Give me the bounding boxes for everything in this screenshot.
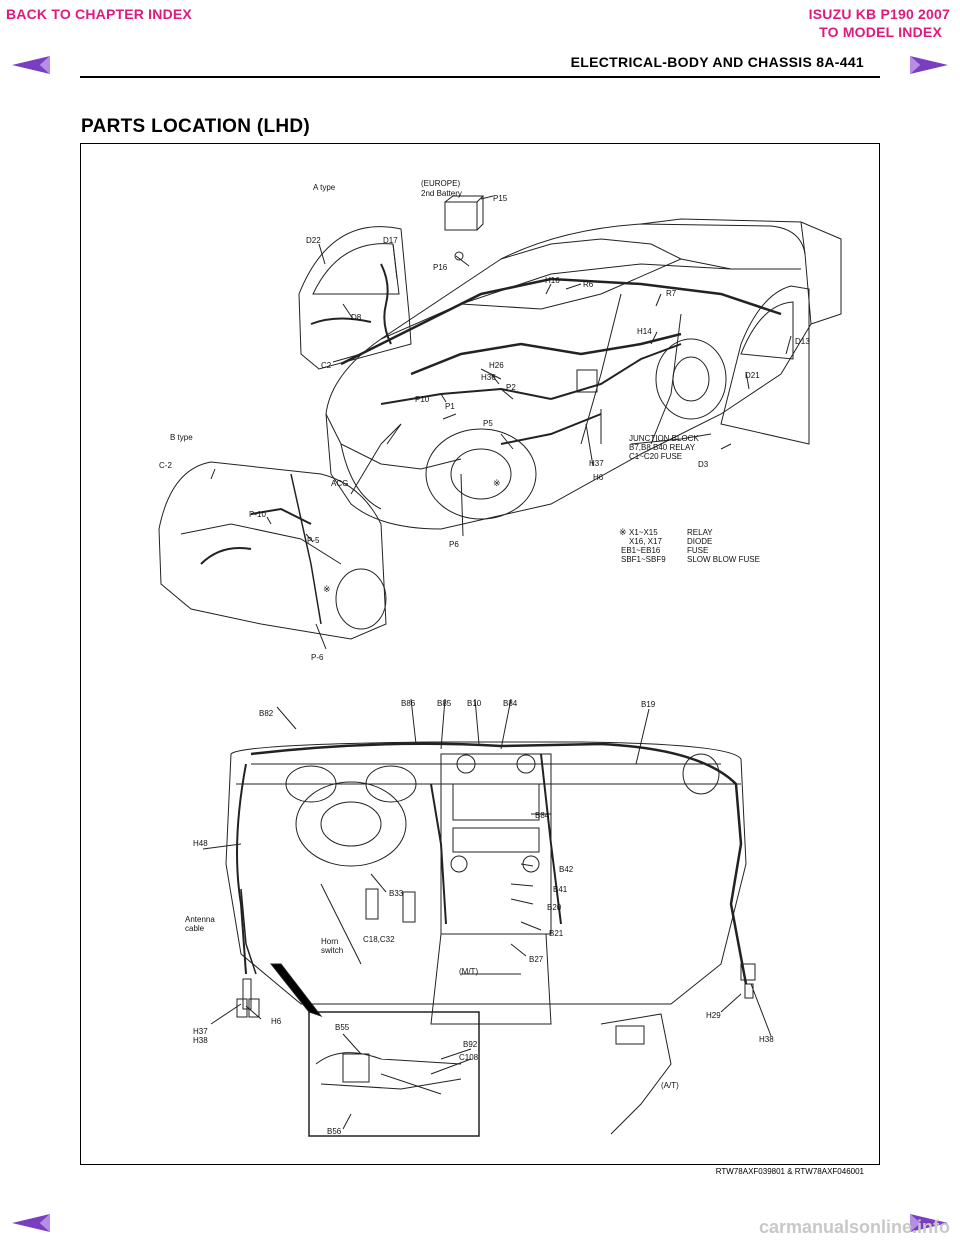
label-p6-b: P-6	[311, 653, 324, 662]
label-antenna-2: cable	[185, 924, 205, 933]
label-b41: B41	[553, 885, 568, 894]
label-a-type: A type	[313, 183, 336, 192]
b-type-engine-bay-drawing	[158, 461, 387, 640]
label-b84-a: B84	[503, 699, 518, 708]
label-b10: B10	[467, 699, 482, 708]
figure-caption: RTW78AXF039801 & RTW78AXF046001	[715, 1167, 864, 1176]
label-b84-b: B84	[535, 811, 550, 820]
label-b33: B33	[389, 889, 404, 898]
label-p5: P5	[483, 419, 493, 428]
relay-fuse-legend: ※ X1~X15 RELAY X16, X17 DIODE EB1~EB16 F…	[619, 527, 760, 564]
label-b86: B86	[401, 699, 416, 708]
label-b42: B42	[559, 865, 574, 874]
header-divider	[80, 76, 880, 78]
legend-code-4: SBF1~SBF9	[621, 555, 666, 564]
label-p15: P15	[493, 194, 508, 203]
label-h29: H29	[706, 1011, 721, 1020]
legend-desc-4: SLOW BLOW FUSE	[687, 555, 760, 564]
to-model-index-link[interactable]: TO MODEL INDEX	[819, 24, 942, 40]
label-d22: D22	[306, 236, 321, 245]
label-acg: ACG	[331, 479, 348, 488]
legend-desc-2: DIODE	[687, 537, 712, 546]
section-title: ELECTRICAL-BODY AND CHASSIS 8A-441	[570, 54, 864, 70]
label-c18-c32: C18,C32	[363, 935, 395, 944]
label-d8: D8	[351, 313, 362, 322]
label-h36: H36	[481, 373, 496, 382]
vehicle-title-link[interactable]: ISUZU KB P190 2007	[808, 6, 950, 22]
label-h38-a: H38	[193, 1036, 208, 1045]
legend-code-3: EB1~EB16	[621, 546, 661, 555]
label-b20: B20	[547, 903, 562, 912]
legend-desc-1: RELAY	[687, 528, 713, 537]
label-c2-b: C-2	[159, 461, 172, 470]
label-b56: B56	[327, 1127, 342, 1136]
second-battery-drawing	[444, 201, 478, 231]
label-b55: B55	[335, 1023, 350, 1032]
label-p5-b: P-5	[307, 536, 320, 545]
label-second-battery: 2nd Battery	[421, 189, 462, 198]
label-mt: (M/T)	[459, 967, 478, 976]
next-page-arrow-icon[interactable]	[906, 52, 950, 78]
back-to-chapter-index-link[interactable]: BACK TO CHAPTER INDEX	[6, 6, 192, 22]
label-d13: D13	[795, 337, 810, 346]
watermark: carmanualsonline.info	[758, 1217, 950, 1237]
label-antenna-1: Antenna	[185, 915, 215, 924]
a-type-door-drawing	[298, 226, 412, 370]
label-b82: B82	[259, 709, 274, 718]
legend-code-1: X1~X15	[629, 528, 658, 537]
parts-location-figure: A type (EUROPE) 2nd Battery P15 P16 D22 …	[80, 143, 880, 1165]
label-h26: H26	[489, 361, 504, 370]
label-c2: C2	[321, 361, 332, 370]
label-h37: H37	[589, 459, 604, 468]
next-page-arrow-icon-bottom[interactable]	[906, 1210, 950, 1236]
label-h48: H48	[193, 839, 208, 848]
label-r6: R6	[583, 280, 594, 289]
label-at: (A/T)	[661, 1081, 679, 1090]
parts-location-diagram: A type (EUROPE) 2nd Battery P15 P16 D22 …	[158, 179, 842, 1137]
label-h6: H6	[593, 473, 604, 482]
label-europe: (EUROPE)	[421, 179, 460, 188]
label-h37-b: H37	[193, 1027, 208, 1036]
label-horn-2: switch	[321, 946, 343, 955]
label-h38-b: H38	[759, 1035, 774, 1044]
dashboard-drawing	[225, 741, 747, 1005]
label-c108: C108	[459, 1053, 479, 1062]
label-p16: P16	[433, 263, 448, 272]
label-horn-1: Horn	[321, 937, 338, 946]
label-b92: B92	[463, 1040, 478, 1049]
label-b-type: B type	[170, 433, 193, 442]
label-h6-b: H6	[271, 1017, 282, 1026]
label-p10-b: P-10	[249, 510, 266, 519]
label-p6: P6	[449, 540, 459, 549]
legend-code-2: X16, X17	[629, 537, 662, 546]
truck-body-drawing	[325, 223, 812, 530]
label-p1: P1	[445, 402, 455, 411]
label-d3: D3	[698, 460, 709, 469]
label-junction-block: JUNCTION BLOCK	[629, 434, 699, 443]
label-b85: B85	[437, 699, 452, 708]
page-title: PARTS LOCATION (LHD)	[81, 116, 311, 137]
label-h16: H16	[545, 276, 560, 285]
legend-mark: ※	[619, 527, 627, 537]
label-b27: B27	[529, 955, 544, 964]
label-p2: P2	[506, 383, 516, 392]
label-r7: R7	[666, 289, 677, 298]
label-junction-fuse: C1~C20 FUSE	[629, 452, 682, 461]
label-x-mark-2: ※	[323, 584, 331, 594]
label-d17: D17	[383, 236, 398, 245]
label-h14: H14	[637, 327, 652, 336]
previous-page-arrow-icon[interactable]	[10, 52, 54, 78]
label-p10: P10	[415, 395, 430, 404]
label-x-mark-1: ※	[493, 478, 501, 488]
rear-door-drawing	[720, 285, 810, 445]
previous-page-arrow-icon-bottom[interactable]	[10, 1210, 54, 1236]
label-b21: B21	[549, 929, 564, 938]
label-junction-relay: B7,B8 B40 RELAY	[629, 443, 696, 452]
label-d21: D21	[745, 371, 760, 380]
at-inset-box	[308, 1011, 480, 1137]
label-b19: B19	[641, 700, 656, 709]
legend-desc-3: FUSE	[687, 546, 708, 555]
